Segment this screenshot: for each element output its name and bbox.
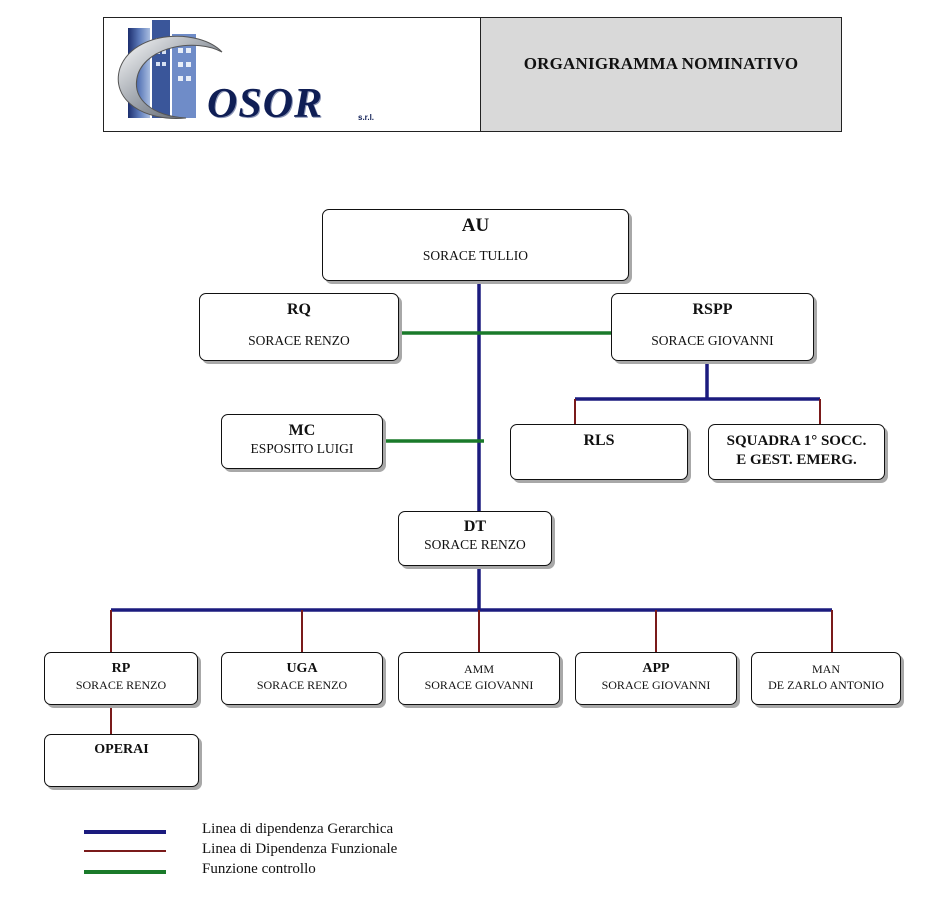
node-rq: RQ SORACE RENZO — [199, 293, 399, 361]
title-cell: ORGANIGRAMMA NOMINATIVO — [481, 18, 841, 131]
node-operai: OPERAI — [44, 734, 199, 787]
legend-item-functional: Linea di Dipendenza Funzionale — [84, 841, 397, 857]
legend-label: Linea di Dipendenza Funzionale — [202, 841, 398, 857]
node-person: DE ZARLO ANTONIO — [768, 678, 884, 692]
node-role: OPERAI — [94, 742, 149, 757]
node-au: AU SORACE TULLIO — [322, 209, 629, 281]
node-person: SORACE RENZO — [256, 678, 348, 692]
node-person: ESPOSITO LUIGI — [250, 441, 354, 456]
node-role: RP — [111, 661, 131, 676]
node-person: SORACE RENZO — [424, 537, 526, 552]
legend-label: Funzione controllo — [202, 861, 316, 877]
node-person: SORACE GIOVANNI — [651, 333, 774, 348]
node-role-line-1: SQUADRA 1° SOCC. — [726, 433, 867, 449]
node-person: SORACE RENZO — [75, 678, 167, 692]
legend-item-control: Funzione controllo — [84, 861, 316, 877]
node-role: AU — [461, 215, 490, 236]
node-rp: RP SORACE RENZO — [44, 652, 198, 705]
legend-swatch — [84, 830, 166, 834]
node-role: RQ — [287, 301, 311, 318]
node-man: MAN DE ZARLO ANTONIO — [751, 652, 901, 705]
node-dt: DT SORACE RENZO — [398, 511, 552, 566]
legend-swatch — [84, 850, 166, 852]
node-role-line-2: E GEST. EMERG. — [736, 452, 857, 468]
legend-item-hierarchical: Linea di dipendenza Gerarchica — [84, 821, 393, 837]
node-role: MC — [288, 422, 316, 439]
node-rspp: RSPP SORACE GIOVANNI — [611, 293, 814, 361]
node-rls: RLS — [510, 424, 688, 480]
node-role: SQUADRA 1° SOCC. E GEST. EMERG. — [709, 432, 884, 470]
node-role: RSPP — [692, 301, 733, 318]
node-person: SORACE RENZO — [248, 333, 350, 348]
node-role: RLS — [583, 432, 615, 449]
node-role: MAN — [811, 662, 840, 676]
node-person: SORACE GIOVANNI — [601, 678, 711, 692]
brand-suffix: s.r.l. — [358, 113, 375, 122]
legend-swatch — [84, 870, 166, 874]
node-app: APP SORACE GIOVANNI — [575, 652, 737, 705]
page-title: ORGANIGRAMMA NOMINATIVO — [523, 54, 799, 73]
node-squadra: SQUADRA 1° SOCC. E GEST. EMERG. — [708, 424, 885, 480]
node-uga: UGA SORACE RENZO — [221, 652, 383, 705]
node-person: SORACE TULLIO — [422, 248, 529, 263]
node-role: DT — [463, 518, 487, 535]
node-amm: AMM SORACE GIOVANNI — [398, 652, 560, 705]
legend-label: Linea di dipendenza Gerarchica — [202, 821, 394, 837]
node-role: UGA — [286, 661, 318, 676]
cosor-logo-icon — [117, 20, 223, 119]
node-mc: MC ESPOSITO LUIGI — [221, 414, 383, 469]
brand-name: OSOR — [207, 81, 324, 127]
node-role: AMM — [463, 662, 494, 676]
node-role: APP — [642, 661, 670, 676]
document-header: OSOR s.r.l. ORGANIGRAMMA NOMINATIVO — [103, 17, 842, 132]
node-person: SORACE GIOVANNI — [424, 678, 534, 692]
company-logo: OSOR s.r.l. — [104, 18, 481, 131]
